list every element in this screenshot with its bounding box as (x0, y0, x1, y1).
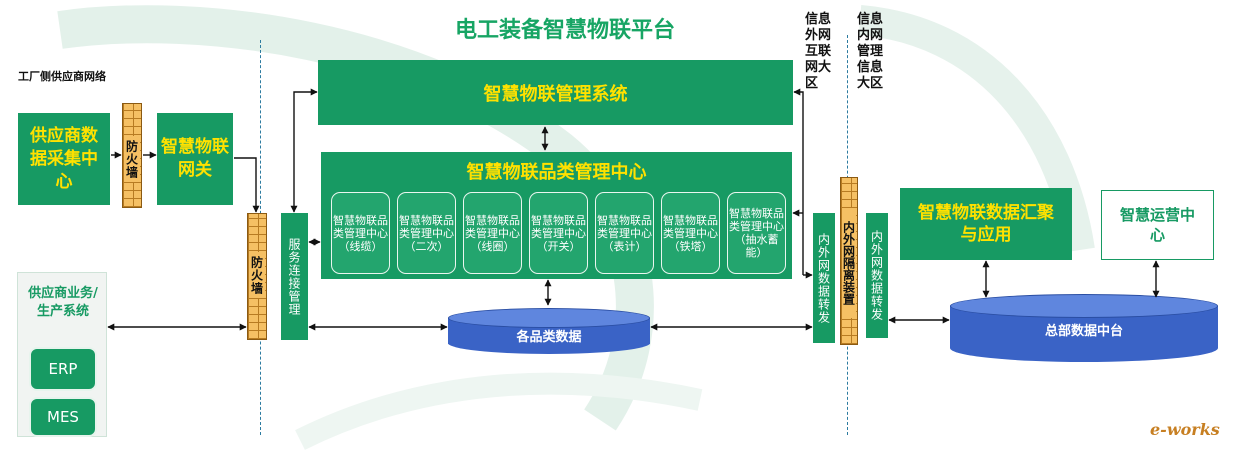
data-forward-internal-label: 内外网数据转发 (869, 230, 884, 321)
category-sub-center: 智慧物联品类管理中心（开关） (529, 192, 588, 274)
arrow-gateway-to-firewall (234, 157, 260, 213)
iot-gateway-label: 智慧物联网关 (161, 137, 229, 180)
iot-data-aggregation: 智慧物联数据汇聚与应用 (900, 188, 1072, 260)
erp-label: ERP (48, 360, 78, 378)
arrow-forward-to-mgmt (793, 88, 804, 275)
category-sub-center: 智慧物联品类管理中心（线缆） (331, 192, 390, 274)
hq-data-platform: 总部数据中台 (950, 292, 1218, 364)
data-forward-external: 内外网数据转发 (813, 213, 835, 343)
internal-zone-label: 信息内网管理信息大区 (857, 12, 884, 91)
supplier-data-collection-label: 供应商数据采集中心 (30, 125, 98, 192)
service-connection-label: 服务连接管理 (287, 237, 301, 316)
category-sub-center-label: 智慧物联品类管理中心（抽水蓄能） (729, 207, 784, 259)
data-forward-internal: 内外网数据转发 (866, 213, 888, 338)
firewall-factory-boundary: 防火墙 (247, 213, 267, 340)
firewall-left-label: 防火墙 (124, 136, 140, 182)
category-data-label: 各品类数据 (516, 330, 582, 345)
category-sub-center: 智慧物联品类管理中心（线圈） (463, 192, 522, 274)
category-data-cylinder-top (448, 308, 650, 328)
hq-data-cylinder-top (950, 294, 1218, 318)
iot-management-system-label: 智慧物联管理系统 (483, 83, 628, 105)
network-isolation-device: 内外网隔离装置 (840, 177, 858, 345)
iot-management-system: 智慧物联管理系统 (318, 60, 793, 125)
category-sub-center-row: 智慧物联品类管理中心（线缆） 智慧物联品类管理中心（二次） 智慧物联品类管理中心（线… (331, 192, 789, 274)
data-forward-external-label: 内外网数据转发 (816, 232, 831, 324)
category-sub-center-label: 智慧物联品类管理中心（二次） (399, 213, 454, 253)
smart-operation-center-label: 智慧运营中心 (1120, 206, 1196, 244)
smart-operation-center: 智慧运营中心 (1101, 190, 1214, 260)
category-sub-center: 智慧物联品类管理中心（抽水蓄能） (727, 192, 786, 274)
supplier-business-system: 供应商业务/生产系统 ERP MES (17, 272, 107, 437)
category-data-store: 各品类数据 (448, 306, 650, 358)
category-management-center: 智慧物联品类管理中心 智慧物联品类管理中心（线缆）智慧物联品类管理中心（二次）智… (321, 152, 792, 279)
category-sub-center-label: 智慧物联品类管理中心（线缆） (333, 213, 388, 253)
category-sub-center-label: 智慧物联品类管理中心（铁塔） (663, 213, 718, 253)
arrow-service-to-mgmt (290, 88, 318, 213)
network-isolation-label: 内外网隔离装置 (842, 208, 856, 318)
iot-gateway: 智慧物联网关 (157, 113, 233, 205)
erp-box: ERP (29, 347, 97, 391)
factory-network-label: 工厂侧供应商网络 (18, 70, 106, 83)
category-sub-center: 智慧物联品类管理中心（铁塔） (661, 192, 720, 274)
category-sub-center-label: 智慧物联品类管理中心（表计） (597, 213, 652, 253)
mes-box: MES (29, 397, 97, 437)
external-zone-label: 信息外网互联网大区 (805, 12, 832, 91)
category-sub-center: 智慧物联品类管理中心（表计） (595, 192, 654, 274)
service-connection-management: 服务连接管理 (281, 213, 308, 340)
e-works-watermark: e-works (1150, 420, 1220, 439)
hq-data-label: 总部数据中台 (1044, 324, 1123, 339)
page-title: 电工装备智慧物联平台 (454, 18, 675, 43)
category-sub-center: 智慧物联品类管理中心（二次） (397, 192, 456, 274)
category-sub-center-label: 智慧物联品类管理中心（线圈） (465, 213, 520, 253)
category-management-title: 智慧物联品类管理中心 (466, 162, 647, 183)
firewall-factory-label: 防火墙 (249, 252, 265, 298)
firewall-left: 防火墙 (122, 103, 142, 208)
iot-data-aggregation-label: 智慧物联数据汇聚与应用 (918, 203, 1054, 245)
supplier-business-title: 供应商业务/生产系统 (28, 286, 98, 319)
mes-label: MES (47, 408, 79, 426)
supplier-data-collection-center: 供应商数据采集中心 (18, 113, 110, 205)
category-sub-center-label: 智慧物联品类管理中心（开关） (531, 213, 586, 253)
